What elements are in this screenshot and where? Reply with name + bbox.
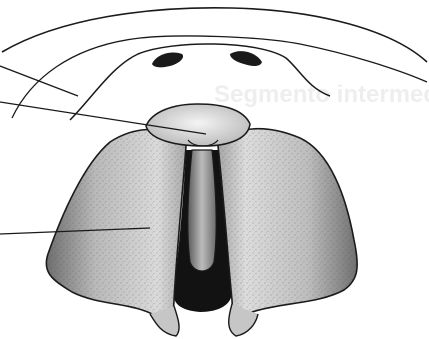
outer-contour [2, 8, 427, 62]
columella [188, 150, 216, 271]
right-nostril [230, 51, 262, 66]
bleed-through-text: Segmento intermedio [214, 81, 429, 108]
leader-line-1 [0, 66, 78, 96]
right-crus-stipple [218, 129, 357, 315]
tip-cartilage [146, 104, 250, 146]
left-nostril [152, 52, 183, 67]
